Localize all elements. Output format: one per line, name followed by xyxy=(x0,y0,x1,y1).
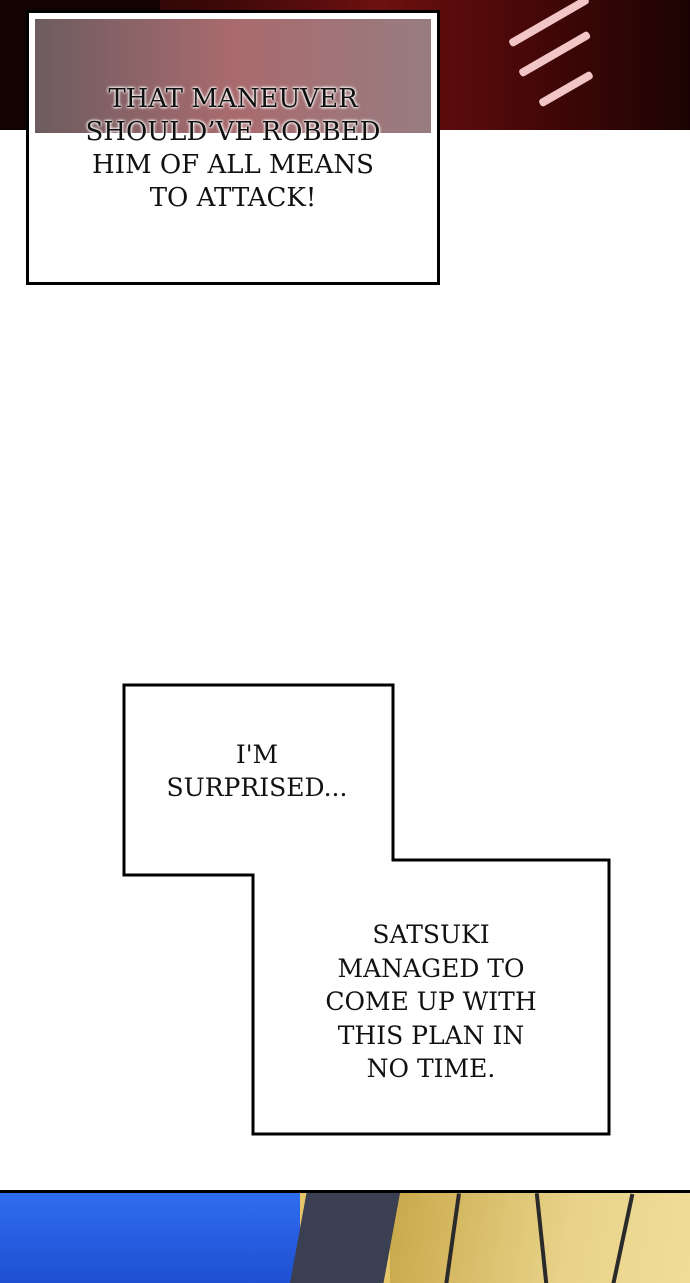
narration-text-maneuver: THAT MANEUVER SHOULD’VE ROBBED HIM OF AL… xyxy=(29,83,437,215)
narration-line: SATSUKI xyxy=(372,920,490,949)
narration-line: NO TIME. xyxy=(366,1054,496,1083)
dark-clothing xyxy=(290,1193,400,1283)
narration-line: THIS PLAN IN xyxy=(337,1020,525,1050)
narration-line: SURPRISED... xyxy=(166,773,348,802)
bottom-comic-panel xyxy=(0,1190,690,1283)
narration-line: SHOULD’VE ROBBED xyxy=(85,117,381,147)
narration-line: TO ATTACK! xyxy=(149,183,317,213)
blue-background xyxy=(0,1193,300,1283)
narration-text-satsuki: SATSUKI MANAGED TO COME UP WITH THIS PLA… xyxy=(290,918,572,1086)
narration-line: COME UP WITH xyxy=(325,987,537,1016)
narration-text-surprised: I'M SURPRISED... xyxy=(126,738,388,804)
narration-line: I'M xyxy=(235,740,279,769)
panel-overlap-tint xyxy=(35,19,431,133)
narration-line: HIM OF ALL MEANS xyxy=(92,150,374,180)
narration-box-maneuver: THAT MANEUVER SHOULD’VE ROBBED HIM OF AL… xyxy=(26,10,440,285)
narration-line: THAT MANEUVER xyxy=(108,84,358,114)
narration-line: MANAGED TO xyxy=(337,953,525,983)
narration-box-outline xyxy=(122,683,611,1136)
